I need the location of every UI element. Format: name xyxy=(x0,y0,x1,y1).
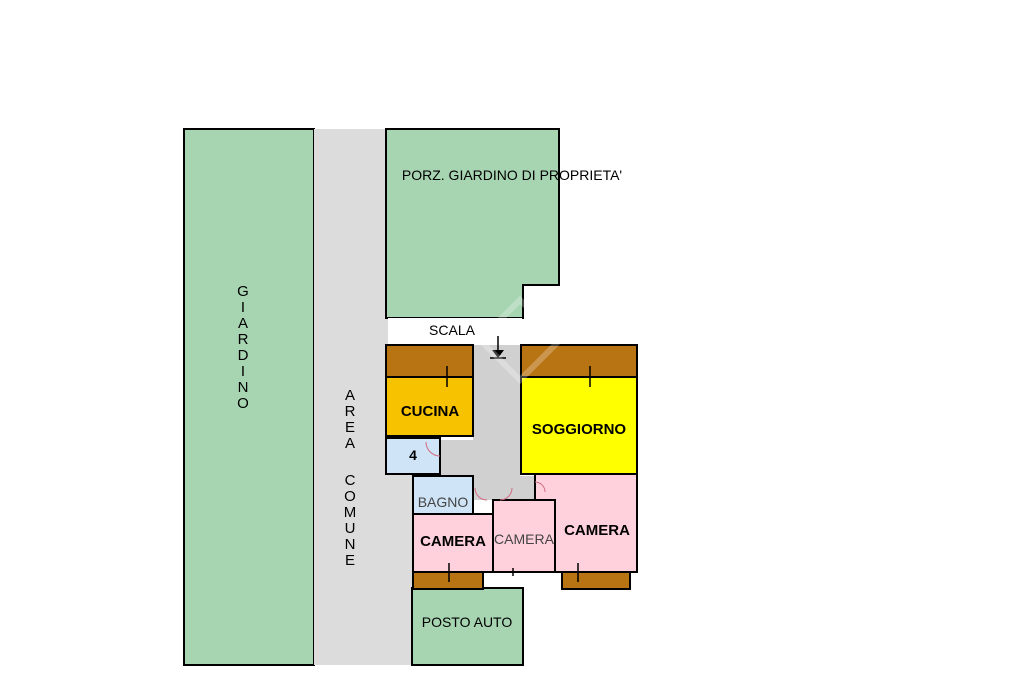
room-bedroom-right xyxy=(534,473,638,573)
garden-label-letter: I xyxy=(241,363,245,380)
area-label-letter: R xyxy=(345,403,356,420)
living-label: SOGGIORNO xyxy=(532,421,627,438)
garden-area xyxy=(183,128,315,666)
comune-label-letter: O xyxy=(344,488,356,505)
balcony-bedroom-right xyxy=(561,571,631,590)
balcony-bedroom-left xyxy=(412,571,484,590)
comune-label-letter: E xyxy=(345,552,355,569)
watermark-logo xyxy=(475,295,565,385)
room-living xyxy=(520,376,638,475)
storage-label: 4 xyxy=(409,447,417,463)
corridor-lower xyxy=(440,440,520,476)
comune-label-letter: C xyxy=(345,472,356,489)
stair-band xyxy=(388,318,522,345)
room-kitchen xyxy=(385,376,474,437)
garden-label-letter: O xyxy=(237,395,249,412)
door-arcs xyxy=(425,441,546,501)
private-garden-label: PORZ. GIARDINO DI PROPRIETA' xyxy=(402,167,622,183)
comune-label-letter: M xyxy=(344,504,357,521)
bathroom-label: BAGNO xyxy=(418,494,469,510)
area-label-letter: E xyxy=(345,419,355,436)
corridor-hall xyxy=(473,476,535,500)
garden-label-letter: G xyxy=(237,283,249,300)
balcony-kitchen xyxy=(385,344,474,378)
comune-label-letter: N xyxy=(345,536,356,553)
garden-label-letter: D xyxy=(238,347,249,364)
down-arrow-icon xyxy=(490,336,506,359)
comune-label-letter: U xyxy=(345,520,356,537)
garden-label-letter: R xyxy=(238,331,249,348)
private-garden-portion xyxy=(385,128,560,319)
stair-label: SCALA xyxy=(429,322,476,338)
room-bedroom-left xyxy=(412,513,494,573)
garden-label-letter: I xyxy=(241,299,245,316)
bedroom-left-label: CAMERA xyxy=(420,533,486,550)
garden-vertical-label: GIARDINO xyxy=(237,283,249,412)
area-label-letter: A xyxy=(345,387,355,404)
balcony-living xyxy=(520,344,638,378)
window-mark-icon xyxy=(438,366,599,582)
bedroom-right-label: CAMERA xyxy=(564,522,630,539)
bedroom-middle-label: CAMERA xyxy=(494,531,555,547)
room-storage xyxy=(385,437,441,475)
garden-label-letter: N xyxy=(238,379,249,396)
parking-label: POSTO AUTO xyxy=(422,614,513,630)
garden-label-letter: A xyxy=(238,315,248,332)
area-label-letter: A xyxy=(345,435,355,452)
kitchen-label: CUCINA xyxy=(401,403,459,420)
